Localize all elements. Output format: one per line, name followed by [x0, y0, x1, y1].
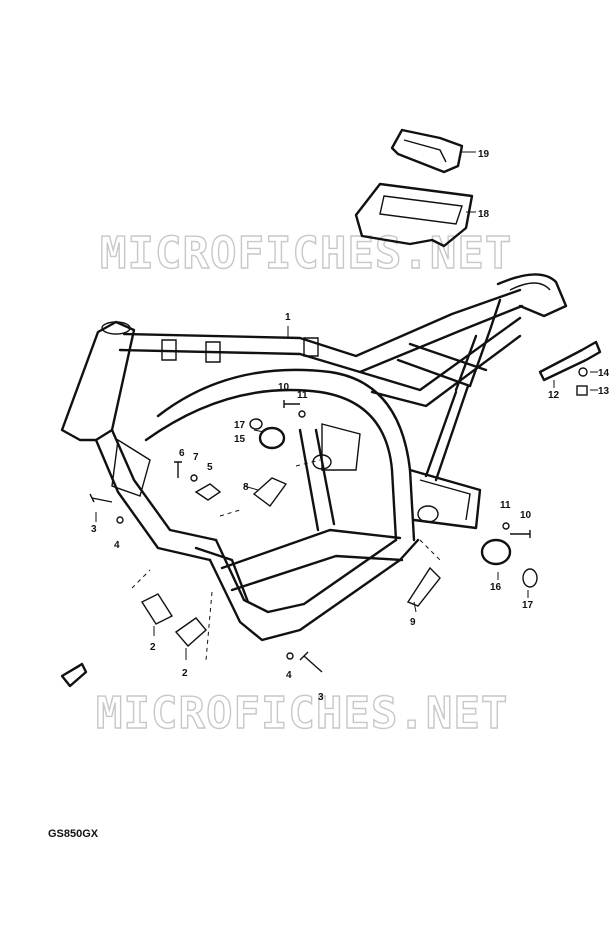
washer-part-4-upper: [116, 516, 124, 524]
callout-17-upper: 17: [234, 420, 246, 431]
callout-10-lower: 10: [520, 510, 532, 521]
grab-bar-part-12: [538, 340, 602, 382]
callout-7: 7: [193, 452, 199, 463]
callout-11-upper: 11: [297, 390, 308, 401]
callout-13: 13: [598, 386, 610, 397]
bolt-part-6: [174, 461, 182, 478]
bolt-part-3-lower: [299, 651, 323, 673]
callout-16: 16: [490, 582, 502, 593]
washer-part-11-upper: [298, 410, 306, 418]
model-label: GS850GX: [48, 828, 99, 840]
washer-part-11-lower: [502, 522, 510, 530]
watermark-bottom: MICROFICHES.NET: [96, 688, 508, 739]
callout-14: 14: [598, 368, 610, 379]
callout-4-lower: 4: [286, 670, 292, 681]
bracket-part-2-right: [174, 617, 207, 647]
bracket-part-5: [194, 483, 222, 501]
callout-8: 8: [243, 482, 249, 493]
callout-15: 15: [234, 434, 246, 445]
callout-12: 12: [548, 390, 560, 401]
cap-part-16: [480, 538, 512, 566]
cap-part-15: [258, 426, 286, 450]
callout-11-lower: 11: [500, 500, 511, 511]
bolt-part-3-upper: [89, 493, 113, 503]
washer-part-7: [190, 474, 198, 482]
callout-9: 9: [410, 617, 416, 628]
watermark-top: MICROFICHES.NET: [100, 228, 512, 279]
washer-part-4-lower: [286, 652, 294, 660]
bolt-part-10-upper: [283, 400, 300, 408]
callout-17-lower: 17: [522, 600, 534, 611]
callout-2-right: 2: [182, 668, 188, 679]
callout-6: 6: [179, 448, 185, 459]
bolt-part-10-lower: [510, 530, 531, 538]
front-arrow-icon: [60, 662, 88, 688]
bracket-part-2-left: [140, 593, 174, 625]
callout-4-upper: 4: [114, 540, 120, 551]
tray-part-18: [354, 182, 474, 248]
damper-part-13: [576, 385, 588, 396]
bracket-part-8: [252, 477, 288, 507]
callout-5: 5: [207, 462, 213, 473]
callout-10-upper: 10: [278, 382, 290, 393]
callout-2-left: 2: [150, 642, 156, 653]
grommet-part-17-upper: [249, 418, 263, 430]
nut-part-14: [578, 367, 588, 377]
callout-1: 1: [285, 312, 291, 323]
bracket-part-9: [406, 566, 441, 607]
grommet-part-17-lower: [522, 568, 538, 588]
callout-18: 18: [478, 209, 490, 220]
callout-3-upper: 3: [91, 524, 97, 535]
callout-19: 19: [478, 149, 490, 160]
callout-3-lower: 3: [318, 692, 324, 703]
main-frame-part-1: [60, 273, 568, 642]
tail-cover-part-19: [390, 128, 464, 174]
